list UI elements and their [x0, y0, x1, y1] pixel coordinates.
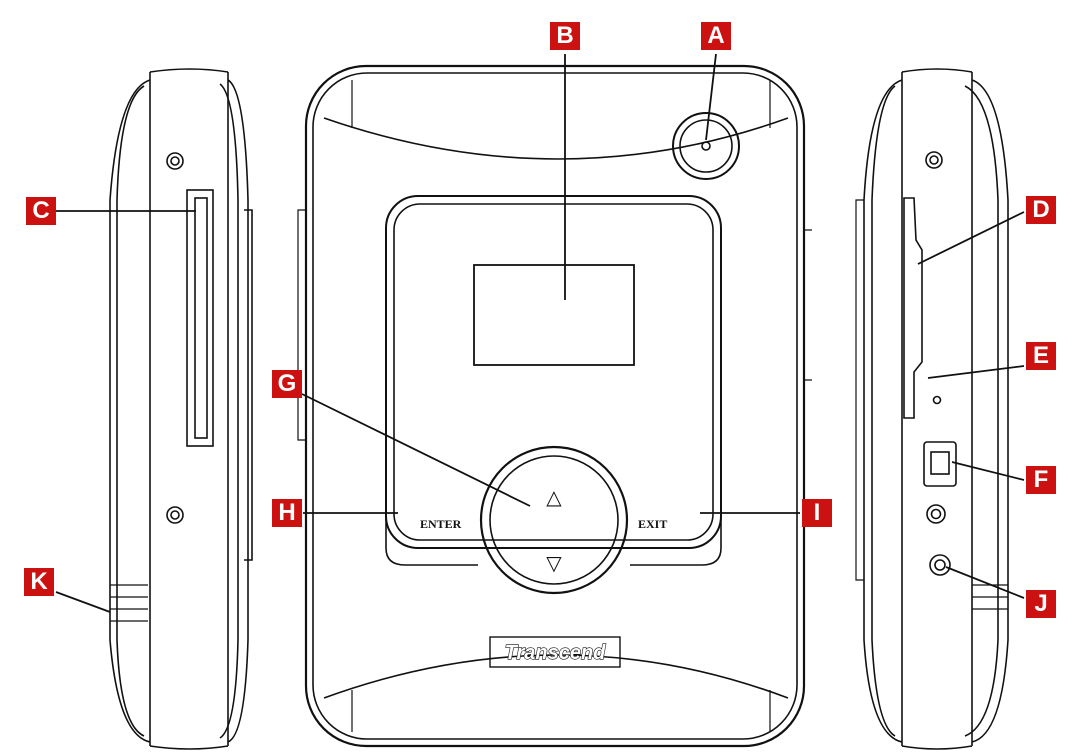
navigation-ring-g[interactable]	[479, 445, 629, 595]
callout-e: E	[1026, 342, 1056, 370]
right-side-view	[855, 68, 1009, 750]
callout-g: G	[272, 370, 302, 398]
screw-icon	[166, 152, 184, 170]
callout-j: J	[1026, 590, 1056, 618]
lcd-screen-b	[473, 264, 635, 366]
brand-logo: Transcend	[505, 642, 607, 664]
usb-port-f[interactable]	[923, 441, 957, 487]
callout-b: B	[550, 22, 580, 50]
callout-c: C	[26, 197, 56, 225]
screw-icon	[166, 506, 184, 524]
indicator-led-e	[932, 395, 942, 405]
front-view	[297, 64, 812, 748]
enter-label: ENTER	[420, 517, 462, 531]
down-arrow-icon[interactable]: ▽	[546, 551, 562, 575]
callout-a: A	[701, 22, 731, 50]
power-button-a[interactable]	[672, 112, 740, 180]
card-slot-c	[186, 189, 214, 447]
callout-h: H	[272, 499, 302, 527]
up-arrow-icon[interactable]: △	[546, 485, 562, 509]
card-slot-d	[903, 197, 923, 419]
brand-plate	[489, 636, 621, 668]
leader-lines	[55, 53, 1025, 613]
left-side-view	[109, 68, 253, 750]
callout-d: D	[1026, 196, 1056, 224]
dc-jack-j[interactable]	[929, 554, 951, 576]
exit-label: EXIT	[638, 517, 667, 531]
callout-f: F	[1026, 466, 1056, 494]
callout-i: I	[802, 499, 832, 527]
callout-k: K	[24, 568, 54, 596]
